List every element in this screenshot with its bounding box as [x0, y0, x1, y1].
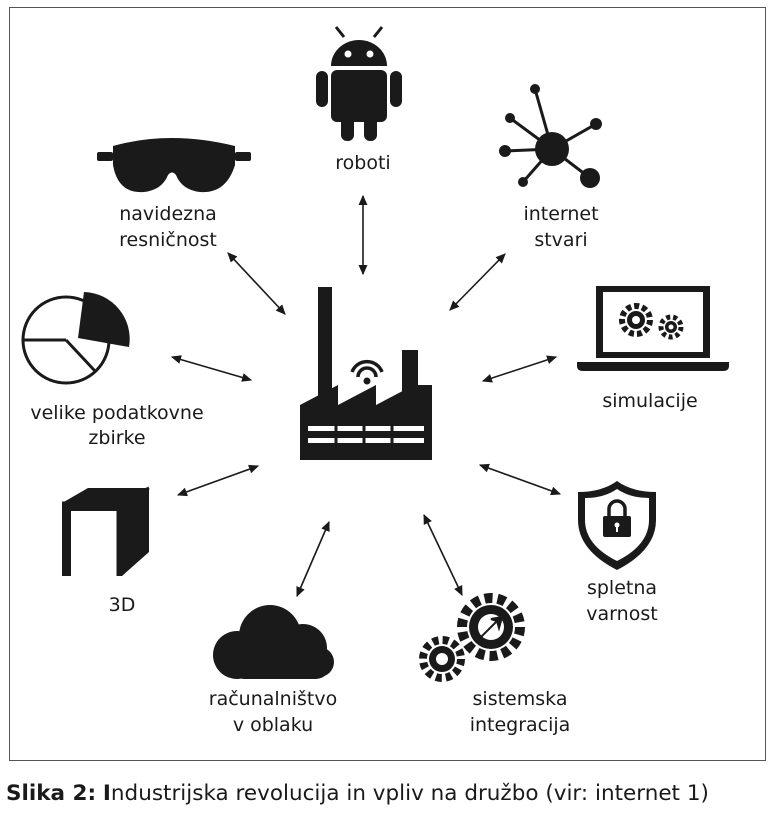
arrow-vr: [227, 252, 286, 315]
label-cloud-line1: računalništvo: [209, 688, 337, 710]
figure-frame: [9, 7, 766, 761]
cube-icon: [62, 486, 150, 576]
arrow-integration: [423, 513, 463, 597]
label-bigdata-line2: zbirke: [88, 427, 145, 449]
cloud-icon: [213, 605, 334, 679]
caption-bold-initial: I: [102, 781, 111, 806]
arrow-security: [478, 463, 562, 496]
gears-icon: [419, 593, 525, 682]
label-vr-line1: navidezna: [119, 203, 217, 225]
label-security-line1: spletna: [587, 577, 657, 599]
label-security-line2: varnost: [586, 603, 657, 625]
shield-lock-icon: [578, 481, 656, 570]
arrow-3d: [176, 464, 260, 497]
factory-icon: [300, 287, 432, 460]
arrow-bigdata: [170, 355, 253, 382]
label-cloud-line2: v oblaku: [233, 714, 313, 736]
caption-text: ndustrijska revolucija in vpliv na družb…: [110, 781, 709, 806]
label-simulation: simulacije: [602, 390, 697, 412]
label-integration-line1: sistemska: [473, 688, 568, 710]
figure-caption: Slika 2: Industrijska revolucija in vpli…: [6, 781, 709, 806]
arrow-sim: [481, 355, 558, 383]
arrows: [170, 194, 562, 598]
label-iot-line1: internet: [523, 203, 598, 225]
label-integration-line2: integracija: [470, 714, 571, 736]
laptop-gears-icon: [577, 286, 729, 371]
arrow-iot: [449, 253, 506, 311]
network-hub-icon: [499, 84, 602, 188]
arrow-cloud: [296, 520, 330, 598]
label-vr-line2: resničnost: [119, 229, 217, 251]
android-robot-icon: [316, 26, 402, 141]
label-robots: roboti: [335, 152, 390, 174]
vr-goggles-icon: [97, 138, 251, 193]
label-iot-line2: stvari: [534, 229, 587, 251]
caption-label: Slika 2:: [6, 781, 97, 806]
pie-chart-icon: [21, 292, 130, 385]
label-bigdata-line1: velike podatkovne: [30, 402, 203, 424]
label-3d: 3D: [109, 594, 136, 616]
